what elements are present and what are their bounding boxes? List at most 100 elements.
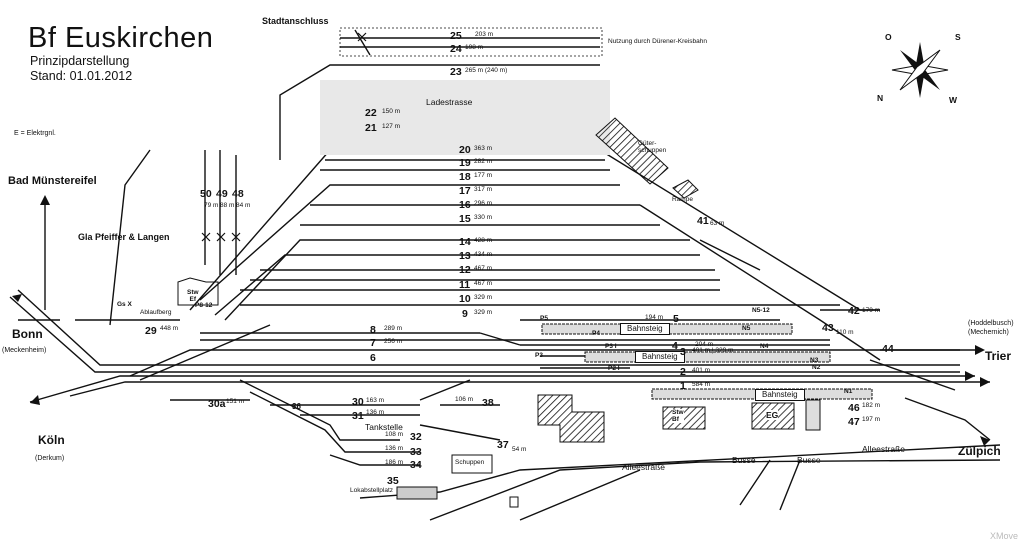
- track-49: 49: [216, 188, 228, 200]
- label-ablaufberg: Ablaufberg: [140, 309, 172, 316]
- track-41-length: 63 m: [710, 220, 725, 227]
- track-12-length: 467 m: [474, 265, 493, 272]
- track-47: 47: [848, 416, 860, 428]
- track-44: 44: [882, 343, 894, 355]
- track-17: 17: [459, 185, 471, 197]
- label-gueterschuppen: Güter- schuppen: [638, 140, 667, 154]
- label-stadtanschluss: Stadtanschluss: [262, 16, 329, 26]
- track-10-length: 329 m: [474, 294, 493, 301]
- label-busse-1: Busse: [732, 455, 756, 465]
- track-22: 22: [365, 107, 377, 119]
- track-49-length: 88 m: [220, 202, 235, 209]
- track-18: 18: [459, 171, 471, 183]
- track-4-length: 204 m: [695, 341, 714, 348]
- road-busse-2: [779, 459, 801, 511]
- track-13-length: 434 m: [474, 251, 493, 258]
- track-9: 9: [462, 308, 468, 320]
- track-31: 31: [352, 410, 364, 422]
- signal-p8-12: P8-12: [195, 302, 213, 309]
- arrow-zuelpich: [980, 436, 990, 446]
- track-30a-length: 151 m: [226, 398, 245, 405]
- road-alleestrasse: [429, 459, 1001, 521]
- track-20-length: 363 m: [474, 145, 493, 152]
- signal-n4: N4: [760, 343, 769, 350]
- road-busse: [739, 459, 771, 506]
- subtitle: Prinzipdarstellung: [30, 54, 130, 68]
- track-7: 7: [370, 337, 376, 349]
- arrow-koeln: [30, 395, 40, 405]
- track-37: 37: [497, 439, 509, 451]
- signal-n5: N5: [742, 325, 751, 332]
- label-rampe: Rampe: [672, 196, 693, 203]
- track-43: 43: [822, 322, 834, 334]
- track-38: 38: [482, 397, 494, 409]
- lower-yard-34: [329, 454, 420, 466]
- stw-ef-building: [177, 277, 219, 306]
- label-alleestrasse-2: Alleestraße: [862, 444, 905, 454]
- track-3: 3: [680, 346, 686, 358]
- label-mechernich: (Mechernich): [968, 329, 1009, 336]
- yard-track-20: [189, 149, 600, 311]
- stadtanschluss-branch: [354, 29, 371, 56]
- stand-date: Stand: 01.01.2012: [30, 69, 133, 83]
- signal-n1: N1: [844, 388, 853, 395]
- lokabstellplatz-building: [396, 486, 438, 500]
- track-46-length: 182 m: [862, 402, 881, 409]
- track-7-length: 256 m: [384, 338, 403, 345]
- compass-rose: [891, 42, 949, 98]
- signal-n5-12: N5-12: [752, 307, 770, 314]
- track-50-length: 79 m: [204, 202, 219, 209]
- label-ladestrasse: Ladestrasse: [426, 97, 473, 107]
- track-8-switch: [479, 332, 521, 346]
- track-10: 10: [459, 293, 471, 305]
- label-alleestrasse-1: Alleestraße: [622, 462, 665, 472]
- track-47-length: 197 m: [862, 416, 881, 423]
- track-11-length: 467 m: [474, 280, 493, 287]
- signal-n3: N3: [810, 357, 819, 364]
- track-5: 5: [673, 313, 679, 325]
- yard-track-23: [279, 64, 600, 160]
- compass-s: S: [955, 32, 961, 42]
- ladestrasse-area: [320, 80, 610, 155]
- track-32: 32: [410, 431, 422, 443]
- track-12: 12: [459, 264, 471, 276]
- label-bonn: Bonn: [12, 327, 43, 341]
- label-bahnsteig-3: Bahnsteig: [755, 389, 805, 401]
- road-diag: [519, 469, 641, 521]
- track-50: 50: [200, 188, 212, 200]
- lower-yard-33: [249, 391, 420, 453]
- track-17-length: 317 m: [474, 186, 493, 193]
- track-11: 11: [459, 279, 471, 291]
- track-3-length: 401 m | 329 m: [692, 347, 734, 354]
- label-trier: Trier: [985, 349, 1012, 363]
- label-bahnsteig-1: Bahnsteig: [620, 323, 670, 335]
- compass-o: O: [885, 32, 892, 42]
- track-32-length: 108 m: [385, 431, 404, 438]
- stw-bf-building: [662, 406, 706, 430]
- track-13: 13: [459, 250, 471, 262]
- track-22-length: 150 m: [382, 108, 401, 115]
- track-30a: 30a: [208, 398, 226, 410]
- eg-annex: [805, 399, 821, 431]
- label-stw-ef: Stw Ef: [187, 289, 199, 303]
- track-6: 6: [370, 352, 376, 364]
- track-15-length: 330 m: [474, 214, 493, 221]
- compass-n: N: [877, 93, 884, 103]
- label-koeln: Köln: [38, 433, 65, 447]
- buffer-stop-49: [216, 232, 226, 242]
- track-16-length: 296 m: [474, 200, 493, 207]
- signal-p4: P4: [592, 330, 600, 337]
- track-33-length: 136 m: [385, 445, 404, 452]
- zuelpich-branch: [904, 397, 991, 441]
- label-bahnsteig-2: Bahnsteig: [635, 351, 685, 363]
- track-23: 23: [450, 66, 462, 78]
- schuppen-building: [451, 454, 493, 474]
- track-1: 1: [680, 380, 686, 392]
- page-title: Bf Euskirchen: [28, 22, 214, 54]
- track-43-length: 110 m: [836, 329, 854, 336]
- fan-lower: [139, 324, 271, 381]
- track-24-length: 198 m: [465, 44, 484, 51]
- track-30-length: 163 m: [366, 397, 385, 404]
